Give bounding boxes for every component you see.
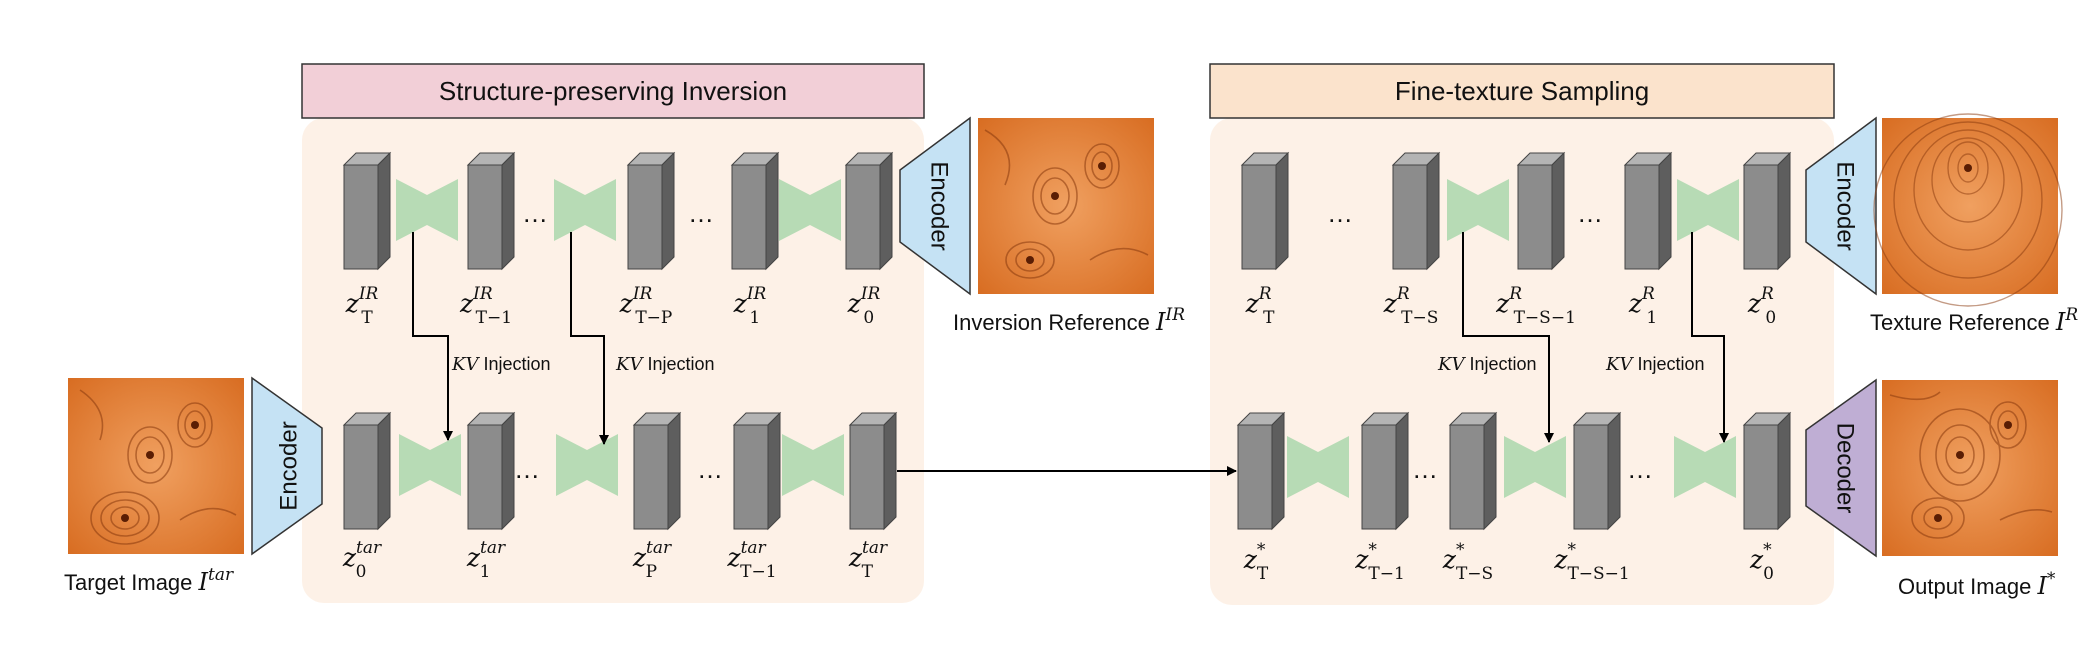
decoder-block: Decoder (1805, 378, 1877, 558)
inversion-panel: Structure-preserving Inversion (301, 63, 925, 603)
kv-arrow-inv-2 (570, 232, 609, 445)
kv-arrow-inv-1 (412, 232, 453, 441)
latent-inv-bottom-1 (466, 411, 516, 531)
latent-inv-top-2 (626, 151, 676, 271)
output-image-caption: Output Image I* (1898, 569, 2056, 600)
unet-samp-top-1 (1447, 179, 1509, 241)
unet-samp-top-2 (1677, 179, 1739, 241)
unet-inv-bottom-2 (556, 434, 618, 496)
latent-inv-bottom-0 (342, 411, 392, 531)
kv-injection-inv-2: KV Injection (615, 354, 715, 375)
unet-samp-bottom-1 (1287, 436, 1349, 498)
target-image (68, 378, 244, 554)
latent-inv-top-1 (466, 151, 516, 271)
ellipsis-samp-bottom-1: … (1412, 454, 1438, 484)
encoder-texture-ref-block: Encoder (1805, 116, 1877, 296)
latent-label-samp-bottom-3: z*T−S−1 (1553, 540, 1629, 584)
latent-label-samp-bottom-2: z*T−S (1442, 540, 1493, 584)
latent-samp-top-0 (1240, 151, 1290, 271)
latent-inv-top-3 (730, 151, 780, 271)
ellipsis-samp-top-1: … (1327, 198, 1353, 228)
encoder-inversion-ref-label: Encoder (926, 161, 953, 250)
latent-inv-bottom-2 (632, 411, 682, 531)
unet-inv-bottom-1 (399, 434, 461, 496)
latent-inv-top-0 (342, 151, 392, 271)
kv-arrow-samp-1 (1462, 232, 1554, 443)
encoder-target-label: Encoder (275, 421, 302, 510)
latent-samp-top-1 (1391, 151, 1441, 271)
latent-samp-bottom-0 (1236, 411, 1286, 531)
latent-samp-bottom-2 (1448, 411, 1498, 531)
encoder-target-shape (251, 376, 323, 556)
unet-samp-bottom-3 (1674, 436, 1736, 498)
sampling-panel: Fine-texture Sampling (1209, 63, 1835, 605)
kv-injection-samp-2: KV Injection (1605, 354, 1705, 375)
ellipsis-inv-bottom-1: … (514, 454, 540, 484)
texture-reference-caption: Texture Reference IR (1870, 305, 2078, 336)
encoder-inversion-ref-shape (899, 116, 971, 296)
encoder-texture-ref-shape (1805, 116, 1877, 296)
ellipsis-inv-top-1: … (522, 198, 548, 228)
texture-reference-image (1873, 113, 2063, 307)
unet-inv-bottom-3 (782, 434, 844, 496)
latent-samp-bottom-1 (1360, 411, 1410, 531)
latent-label-samp-bottom-0: z*T (1243, 540, 1269, 584)
latent-samp-top-3 (1623, 151, 1673, 271)
target-image-caption: Target Image Itar (64, 565, 234, 596)
inversion-title-box (301, 63, 925, 119)
sampling-title: Fine-texture Sampling (1395, 76, 1649, 106)
blocks-layer (342, 151, 1792, 531)
unet-inv-top-3 (779, 179, 841, 241)
arrows-layer (412, 232, 1729, 476)
inversion-title: Structure-preserving Inversion (439, 76, 787, 106)
unet-inv-top-1 (396, 179, 458, 241)
latent-samp-top-4 (1742, 151, 1792, 271)
latent-samp-bottom-3 (1572, 411, 1622, 531)
unet-inv-top-2 (554, 179, 616, 241)
ellipsis-inv-top-2: … (688, 198, 714, 228)
ellipsis-inv-bottom-2: … (697, 454, 723, 484)
ellipsis-samp-top-2: … (1577, 198, 1603, 228)
inversion-reference-image (978, 118, 1154, 294)
latent-inv-bottom-4 (848, 411, 898, 531)
latent-samp-bottom-4 (1742, 411, 1792, 531)
latent-samp-top-2 (1516, 151, 1566, 271)
encoder-target-block: Encoder (251, 376, 323, 556)
latent-inv-bottom-3 (732, 411, 782, 531)
latent-inv-top-4 (844, 151, 894, 271)
kv-arrow-samp-2 (1691, 232, 1729, 443)
kv-injection-inv-1: KV Injection (451, 354, 551, 375)
encoder-inversion-ref-block: Encoder (899, 116, 971, 296)
kv-injection-samp-1: KV Injection (1437, 354, 1537, 375)
output-image (1882, 380, 2058, 556)
encoder-texture-ref-label: Encoder (1832, 161, 1859, 250)
decoder-shape (1805, 378, 1877, 558)
inversion-reference-caption: Inversion Reference IIR (953, 305, 1185, 336)
ellipsis-samp-bottom-2: … (1627, 454, 1653, 484)
latent-label-samp-bottom-1: z*T−1 (1354, 540, 1405, 584)
sampling-title-box (1209, 63, 1835, 119)
unet-samp-bottom-2 (1504, 436, 1566, 498)
decoder-label: Decoder (1832, 423, 1859, 514)
latent-label-samp-bottom-4: z*0 (1749, 540, 1774, 584)
